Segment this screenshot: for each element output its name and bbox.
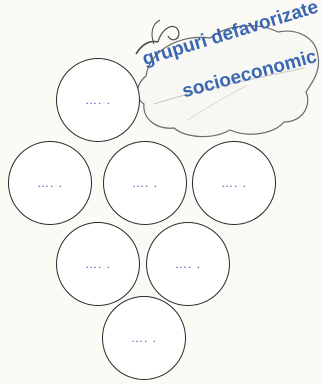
grape-circle-2: …. . (8, 141, 92, 225)
grape-placeholder-4: …. . (193, 176, 275, 190)
grape-placeholder-3: …. . (104, 176, 186, 190)
grape-circle-6: …. . (146, 222, 230, 306)
grape-placeholder-2: …. . (9, 176, 91, 190)
grape-circle-7: …. . (102, 296, 186, 380)
grape-circle-3: …. . (103, 141, 187, 225)
grape-placeholder-7: …. . (103, 331, 185, 345)
grape-placeholder-6: …. . (147, 257, 229, 271)
grape-placeholder-1: …. . (57, 93, 139, 107)
grape-circle-4: …. . (192, 141, 276, 225)
grape-circle-5: …. . (56, 222, 140, 306)
grape-placeholder-5: …. . (57, 257, 139, 271)
leaf-label: grupuri defavorizate socioeconomic (128, 10, 321, 150)
grape-circle-1: …. . (56, 58, 140, 142)
